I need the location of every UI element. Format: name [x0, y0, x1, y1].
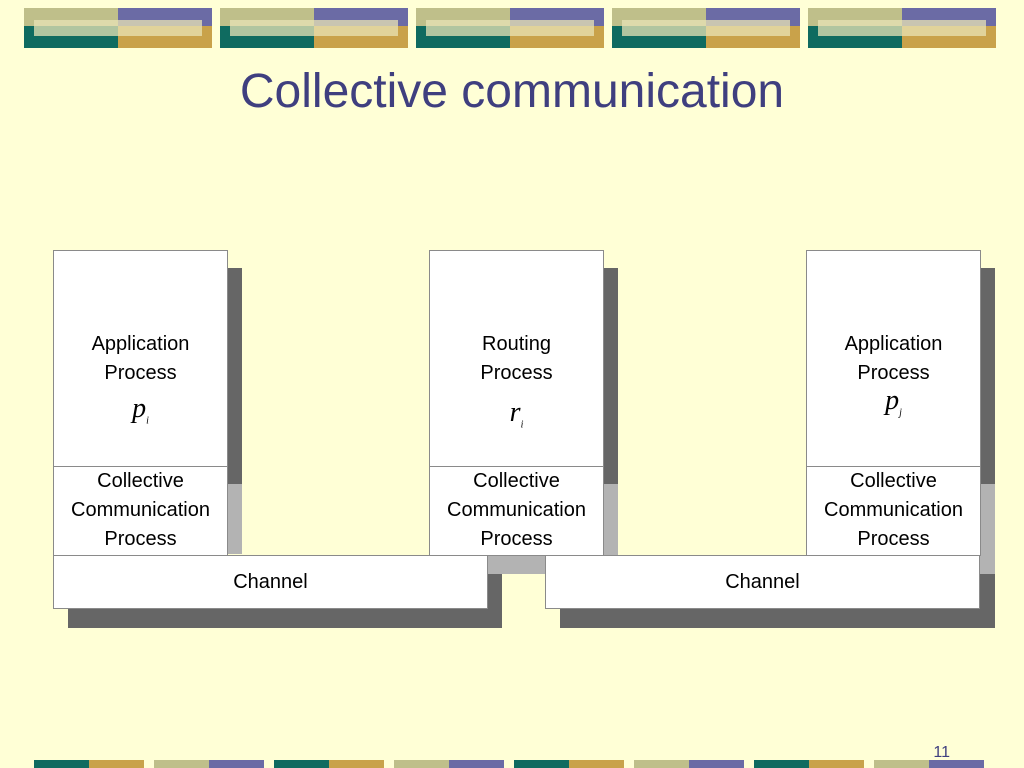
process-label-line1: Application [91, 333, 190, 355]
decor-block [274, 760, 384, 768]
process-symbol: ri [509, 397, 524, 431]
channel-shadow [68, 608, 502, 628]
process-label-line2: Process [480, 362, 553, 384]
decor-block [416, 8, 604, 48]
box-shadow [604, 268, 618, 484]
decor-block [634, 760, 744, 768]
channel-label: Channel [233, 570, 308, 593]
channel-label: Channel [725, 570, 800, 593]
ccp-label-line1: Collective [850, 470, 937, 492]
ccp-label-line3: Process [480, 528, 553, 550]
collective-communication-process-box: Collective Communication Process [429, 466, 604, 556]
channel-shadow [488, 574, 502, 628]
page-number: 11 [933, 744, 950, 761]
ccp-label-line2: Communication [824, 499, 963, 521]
decor-block [394, 760, 504, 768]
decor-block [808, 8, 996, 48]
process-label-line1: Application [844, 333, 943, 355]
process-label-line2: Process [857, 362, 930, 384]
box-shadow [604, 484, 618, 574]
ccp-label-line1: Collective [97, 470, 184, 492]
decor-block [24, 8, 212, 48]
decor-block [34, 760, 144, 768]
ccp-label-line1: Collective [473, 470, 560, 492]
box-shadow [488, 555, 546, 574]
channel-shadow [560, 608, 995, 628]
application-process-box: Application Process pj [806, 250, 981, 467]
decor-block [612, 8, 800, 48]
process-symbol: pi [132, 393, 149, 427]
decor-block [514, 760, 624, 768]
channel-box: Channel [545, 555, 980, 609]
decor-block [154, 760, 264, 768]
channel-box: Channel [53, 555, 488, 609]
decor-block [754, 760, 864, 768]
ccp-label-line2: Communication [447, 499, 586, 521]
box-shadow [228, 268, 242, 484]
slide-title: Collective communication [239, 65, 785, 118]
box-shadow [228, 484, 242, 554]
routing-process-box: Routing Process ri [429, 250, 604, 467]
decor-block [220, 8, 408, 48]
collective-communication-process-box: Collective Communication Process [806, 466, 981, 556]
process-label-line2: Process [104, 362, 177, 384]
ccp-label-line2: Communication [71, 499, 210, 521]
box-shadow [980, 484, 995, 574]
decor-block [874, 760, 984, 768]
collective-communication-process-box: Collective Communication Process [53, 466, 228, 556]
process-label-line1: Routing [482, 333, 551, 355]
box-shadow [980, 268, 995, 484]
ccp-label-line3: Process [104, 528, 177, 550]
process-symbol: pj [885, 385, 902, 419]
application-process-box: Application Process pi [53, 250, 228, 467]
ccp-label-line3: Process [857, 528, 930, 550]
